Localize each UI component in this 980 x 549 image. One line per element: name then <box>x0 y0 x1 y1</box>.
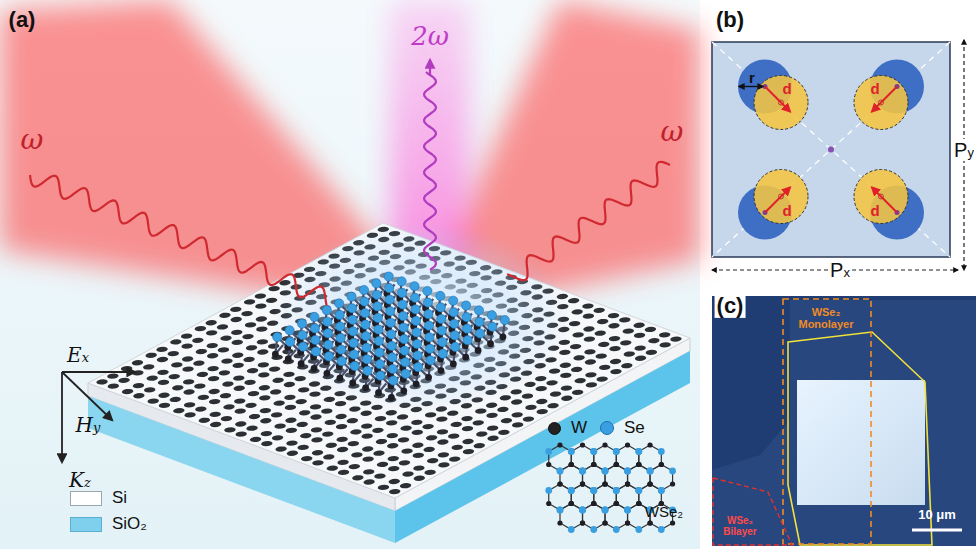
offset-label: d <box>782 202 791 219</box>
legend-text: Se <box>624 418 645 438</box>
frequency-label: 2ω <box>411 22 449 51</box>
frequency-label: ω <box>21 125 44 156</box>
legend-text: Si <box>112 488 127 508</box>
legend-entry: Se <box>600 418 645 438</box>
axis-label: Ex <box>67 344 89 366</box>
material-label: WSe₂ <box>645 504 683 521</box>
legend-swatch <box>600 421 614 435</box>
frequency-label: ω <box>661 117 684 148</box>
legend-text: W <box>571 418 587 438</box>
metasurface-illustration <box>0 0 700 549</box>
legend-text: SiO₂ <box>112 514 147 534</box>
panel-label: (b) <box>716 8 744 32</box>
axis-label: Hy <box>76 414 101 436</box>
axis-label: Kz <box>69 469 91 491</box>
unit-cell-schematic <box>712 40 964 270</box>
region-label: WSe₂ Bilayer <box>718 515 762 537</box>
legend-entry: Si <box>70 488 127 508</box>
period-label: Py <box>952 139 976 161</box>
legend-entry: SiO₂ <box>70 514 147 534</box>
panel-label: (a) <box>9 8 36 32</box>
microscope-image <box>712 296 976 546</box>
offset-label: d <box>870 202 879 219</box>
period-label: Px <box>828 259 852 281</box>
offset-label: d <box>782 80 791 97</box>
radius-label: r <box>749 70 755 87</box>
scale-bar-label: 10 μm <box>918 508 956 522</box>
legend-swatch <box>70 517 102 532</box>
legend-swatch <box>548 422 561 435</box>
legend-swatch <box>70 491 102 506</box>
panel-label: (c) <box>715 294 746 318</box>
legend-entry: W <box>548 418 587 438</box>
region-label: WSe₂ Monolayer <box>791 306 861 330</box>
offset-label: d <box>870 80 879 97</box>
